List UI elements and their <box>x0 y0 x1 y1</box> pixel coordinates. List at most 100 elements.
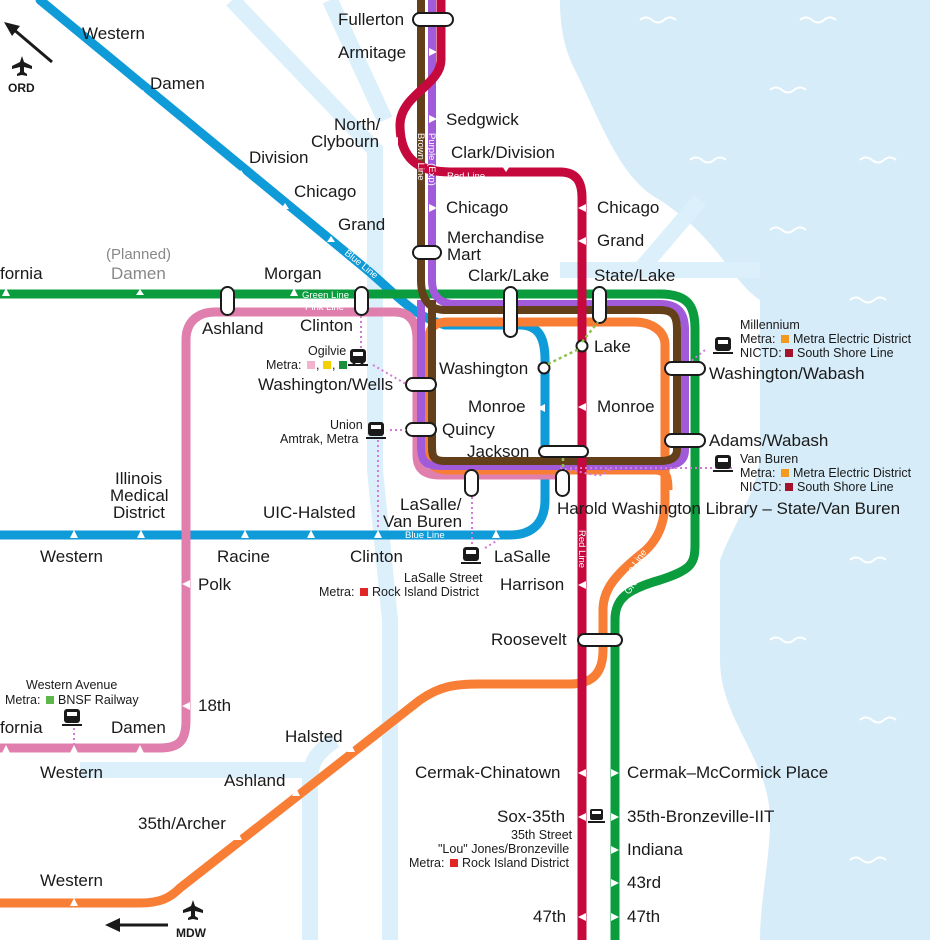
label-uic-halsted[interactable]: UIC-Halsted <box>263 503 356 522</box>
label-clark-division[interactable]: Clark/Division <box>451 143 555 162</box>
station-marker-clinton-green[interactable] <box>354 286 369 316</box>
label-imd-1[interactable]: Illinois <box>115 469 162 488</box>
label-division-blue[interactable]: Division <box>249 148 309 167</box>
station-marker-merchandise-mart[interactable] <box>412 245 442 260</box>
label-north-clybourn-2[interactable]: Clybourn <box>311 132 379 151</box>
label-grand-red[interactable]: Grand <box>597 231 644 250</box>
label-washington-wells[interactable]: Washington/Wells <box>258 375 393 394</box>
label-california-pink[interactable]: fornia <box>0 718 43 737</box>
label-clinton-green[interactable]: Clinton <box>300 316 353 335</box>
label-monroe-blue[interactable]: Monroe <box>468 397 526 416</box>
mdw-airplane-icon <box>183 900 203 920</box>
label-sox-35th[interactable]: Sox-35th <box>497 807 565 826</box>
label-millennium: Millennium <box>740 318 800 332</box>
brown-line <box>417 0 681 465</box>
station-tick-division-blue <box>237 170 245 176</box>
station-marker-fullerton[interactable] <box>412 12 454 27</box>
label-lasalle-vb-1[interactable]: LaSalle/ <box>400 495 462 514</box>
station-tick-chicago-red <box>578 204 586 212</box>
station-marker-harold-washington-library[interactable] <box>555 469 570 497</box>
label-chicago-brown[interactable]: Chicago <box>446 198 508 217</box>
metra-swatch-green <box>339 361 347 369</box>
label-western-blue[interactable]: Western <box>82 24 145 43</box>
station-marker-roosevelt[interactable] <box>577 633 623 647</box>
label-imd-3[interactable]: District <box>113 503 165 522</box>
label-damen-blue[interactable]: Damen <box>150 74 205 93</box>
label-armitage[interactable]: Armitage <box>338 43 406 62</box>
station-tick-47th-red <box>578 913 586 921</box>
station-tick-ashland-orange <box>292 788 300 796</box>
label-union: Union <box>330 418 363 432</box>
station-marker-washington-blue[interactable] <box>537 361 551 375</box>
label-western-pink[interactable]: Western <box>40 763 103 782</box>
label-fullerton[interactable]: Fullerton <box>338 10 404 29</box>
label-western-blue-south[interactable]: Western <box>40 547 103 566</box>
label-quincy[interactable]: Quincy <box>442 420 495 439</box>
red-line <box>395 0 587 940</box>
station-tick-racine <box>241 530 249 538</box>
station-marker-quincy[interactable] <box>405 422 437 437</box>
label-washington-wabash[interactable]: Washington/Wabash <box>709 364 865 383</box>
station-marker-clark-lake[interactable] <box>503 286 518 338</box>
label-merchandise-2[interactable]: Mart <box>447 245 481 264</box>
station-tick-18th <box>182 702 190 710</box>
label-jackson[interactable]: Jackson <box>467 442 529 461</box>
train-icon-ogilvie <box>348 349 368 366</box>
label-adams-wabash[interactable]: Adams/Wabash <box>709 431 828 450</box>
station-marker-adams-wabash[interactable] <box>664 433 706 448</box>
label-43rd[interactable]: 43rd <box>627 873 661 892</box>
label-lake[interactable]: Lake <box>594 337 631 356</box>
nictd-swatch-van-buren <box>785 483 793 491</box>
label-morgan[interactable]: Morgan <box>264 264 322 283</box>
station-tick-clinton-blue <box>374 530 382 538</box>
label-grand-blue[interactable]: Grand <box>338 215 385 234</box>
station-marker-washington-wabash[interactable] <box>664 361 706 376</box>
label-imd-2[interactable]: Medical <box>110 486 169 505</box>
label-monroe-red[interactable]: Monroe <box>597 397 655 416</box>
label-california-green[interactable]: fornia <box>0 264 43 283</box>
label-chicago-red[interactable]: Chicago <box>597 198 659 217</box>
label-47th-red[interactable]: 47th <box>533 907 566 926</box>
purple-line-label: Purple (Exp) <box>426 133 437 186</box>
station-tick-43rd <box>611 879 619 887</box>
station-marker-jackson[interactable] <box>538 445 589 458</box>
station-marker-lasalle-van-buren[interactable] <box>464 469 479 497</box>
label-ashland-orange[interactable]: Ashland <box>224 771 285 790</box>
label-chicago-blue[interactable]: Chicago <box>294 182 356 201</box>
label-clinton-blue[interactable]: Clinton <box>350 547 403 566</box>
label-polk[interactable]: Polk <box>198 575 232 594</box>
label-harrison[interactable]: Harrison <box>500 575 564 594</box>
label-cermak-chinatown[interactable]: Cermak-Chinatown <box>415 763 561 782</box>
label-18th[interactable]: 18th <box>198 696 231 715</box>
station-tick-sedgwick <box>429 115 437 123</box>
label-racine[interactable]: Racine <box>217 547 270 566</box>
station-marker-washington-wells[interactable] <box>405 377 437 392</box>
label-roosevelt[interactable]: Roosevelt <box>491 630 567 649</box>
station-marker-state-lake[interactable] <box>592 286 607 324</box>
label-damen-planned[interactable]: Damen <box>111 264 166 283</box>
station-marker-ashland[interactable] <box>220 286 235 316</box>
label-western-avenue-metra: Metra: <box>5 693 40 707</box>
label-47th-green[interactable]: 47th <box>627 907 660 926</box>
label-lasalle-blue[interactable]: LaSalle <box>494 547 551 566</box>
label-indiana[interactable]: Indiana <box>627 840 683 859</box>
label-state-lake[interactable]: State/Lake <box>594 266 675 285</box>
label-harold-washington-library[interactable]: Harold Washington Library – State/Van Bu… <box>557 499 900 518</box>
label-clark-lake[interactable]: Clark/Lake <box>468 266 549 285</box>
label-halsted-orange[interactable]: Halsted <box>285 727 343 746</box>
label-lasalle-vb-2[interactable]: Van Buren <box>383 512 462 531</box>
label-cermak-mccormick[interactable]: Cermak–McCormick Place <box>627 763 828 782</box>
station-ticks <box>2 38 619 921</box>
label-north-clybourn-1[interactable]: North/ <box>334 115 381 134</box>
station-marker-lake[interactable] <box>575 339 589 353</box>
label-35th-bronzeville-iit[interactable]: 35th-Bronzeville-IIT <box>627 807 774 826</box>
label-western-orange[interactable]: Western <box>40 871 103 890</box>
label-35th-archer[interactable]: 35th/Archer <box>138 814 226 833</box>
station-tick-bronzeville <box>611 813 619 821</box>
label-sedgwick[interactable]: Sedgwick <box>446 110 519 129</box>
label-damen-pink[interactable]: Damen <box>111 718 166 737</box>
label-merchandise-1[interactable]: Merchandise <box>447 228 544 247</box>
label-ashland-green[interactable]: Ashland <box>202 319 263 338</box>
station-tick-uic-halsted <box>307 530 315 538</box>
label-washington-blue[interactable]: Washington <box>439 359 528 378</box>
